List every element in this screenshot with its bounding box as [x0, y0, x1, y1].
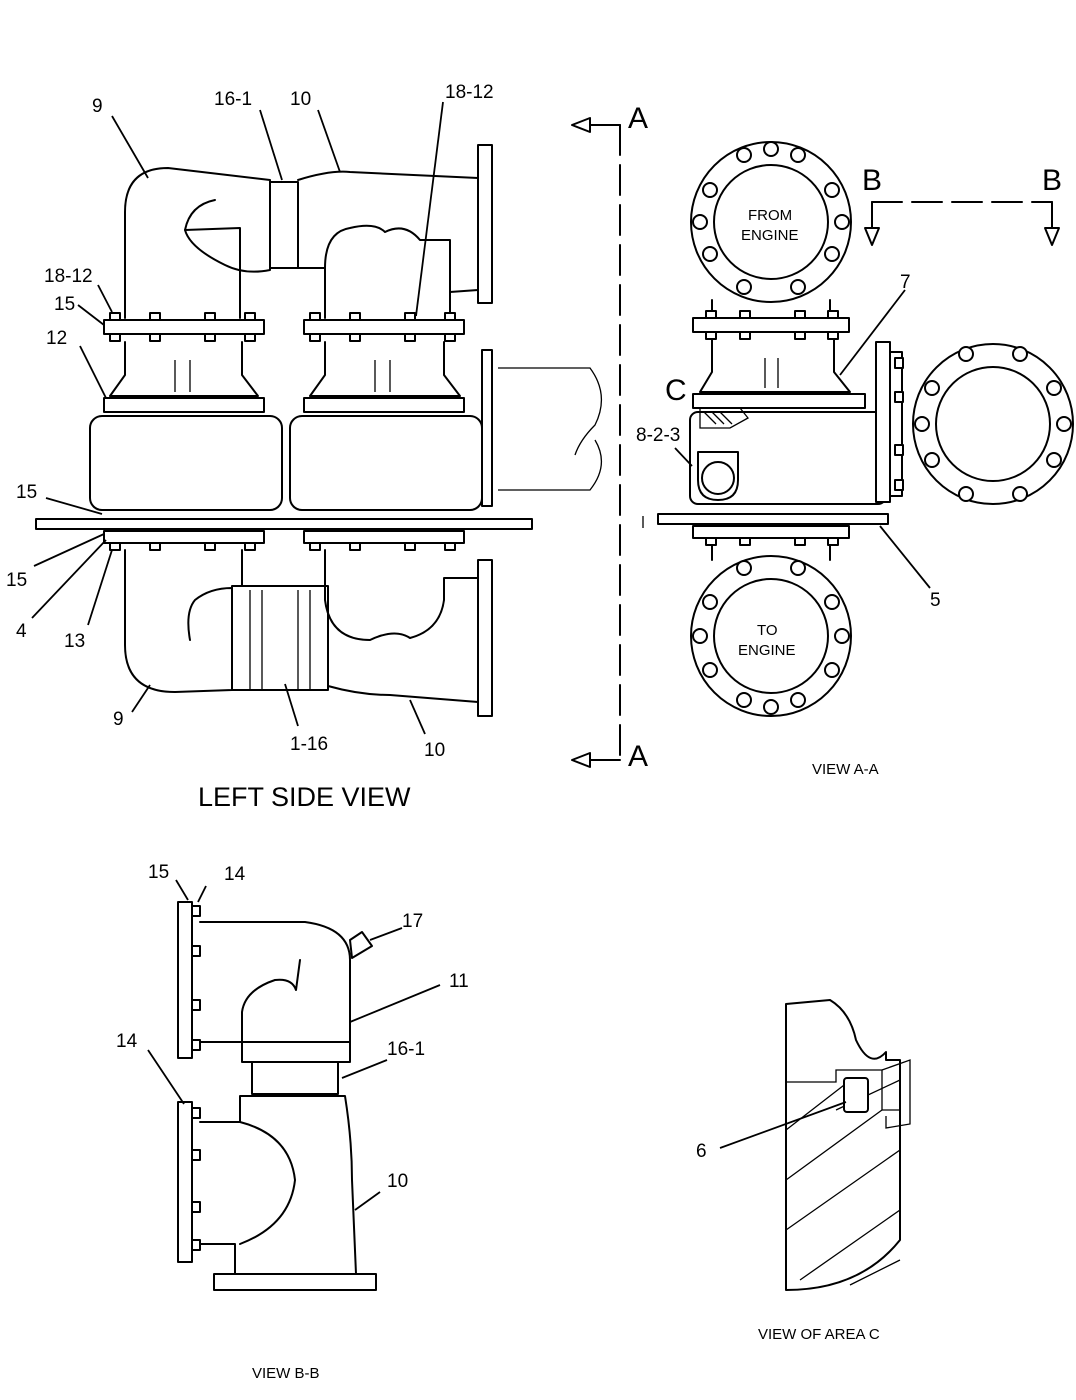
callout-16-1: 16-1 — [214, 89, 252, 110]
section-mark-b-right: B — [1042, 164, 1062, 197]
callout-15-lower: 15 — [6, 570, 27, 591]
callout-10-top: 10 — [290, 89, 311, 110]
left-housing — [89, 415, 283, 511]
view-bb-drawing — [177, 901, 377, 1291]
right-housing — [289, 415, 483, 511]
callout-9-bottom: 9 — [113, 709, 124, 730]
view-aa-drawing — [642, 141, 1074, 717]
callout-1-16: 1-16 — [290, 734, 328, 755]
section-mark-a-bottom: A — [628, 740, 648, 773]
callout-14-bb-bottom: 14 — [116, 1031, 138, 1052]
callout-14-bb-top: 14 — [224, 864, 246, 885]
callout-15-mid: 15 — [16, 482, 37, 503]
callout-15-bb: 15 — [148, 862, 169, 883]
callout-6: 6 — [696, 1141, 707, 1162]
callout-10-bb: 10 — [387, 1171, 408, 1192]
callout-10-bottom: 10 — [424, 740, 445, 761]
from-engine-line2: ENGINE — [741, 227, 799, 244]
callout-18-12-left: 18-12 — [44, 266, 93, 287]
labels: 9 16-1 10 18-12 18-12 15 12 15 15 4 13 9… — [6, 82, 1062, 1382]
left-side-view-title: LEFT SIDE VIEW — [198, 782, 411, 812]
view-area-c-caption: VIEW OF AREA C — [758, 1326, 880, 1343]
upper-right-flange — [303, 319, 465, 335]
callout-12: 12 — [46, 328, 67, 349]
seal-ring — [843, 1077, 869, 1113]
upper-left-flange — [103, 319, 265, 335]
callout-5: 5 — [930, 590, 941, 611]
view-bb-caption: VIEW B-B — [252, 1365, 320, 1382]
section-mark-b-left: B — [862, 164, 882, 197]
callout-11: 11 — [449, 971, 469, 992]
section-mark-a-top: A — [628, 102, 648, 135]
view-aa-caption: VIEW A-A — [812, 761, 879, 778]
left-side-view-drawing — [35, 117, 621, 768]
to-engine-line2: ENGINE — [738, 642, 796, 659]
leader-lines — [31, 101, 931, 1211]
callout-16-1-bb: 16-1 — [387, 1039, 425, 1060]
callout-8-2-3: 8-2-3 — [636, 425, 680, 446]
to-engine-line1: TO — [757, 622, 778, 639]
callout-9-top: 9 — [92, 96, 103, 117]
area-mark-c: C — [665, 374, 687, 407]
callout-4: 4 — [16, 621, 27, 642]
mounting-plate — [35, 518, 533, 530]
callout-13: 13 — [64, 631, 85, 652]
callout-7: 7 — [900, 272, 911, 293]
callout-15-upper: 15 — [54, 294, 75, 315]
callout-17: 17 — [402, 911, 423, 932]
callout-18-12-right: 18-12 — [445, 82, 494, 103]
from-engine-line1: FROM — [748, 207, 792, 224]
view-area-c-drawing — [785, 999, 911, 1291]
